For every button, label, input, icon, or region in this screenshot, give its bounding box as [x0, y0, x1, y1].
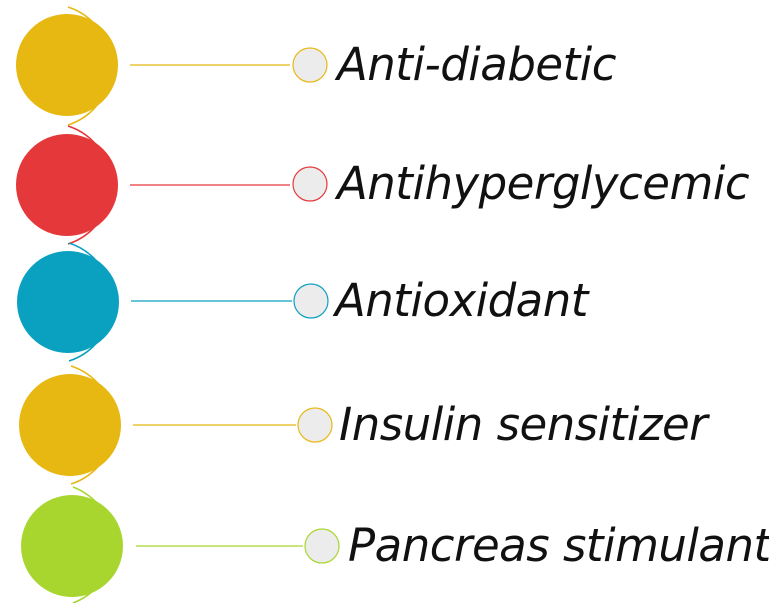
item-circle-3: [17, 251, 119, 353]
item-circle-1: [16, 14, 118, 116]
item-label-2: Antihyperglycemic: [334, 157, 750, 210]
item-node-4: [297, 407, 333, 443]
item-circle-5: [21, 495, 123, 597]
item-label-4: Insulin sensitizer: [339, 398, 710, 451]
item-circle-4: [19, 374, 121, 476]
item-row-3: Antioxidant: [17, 242, 591, 362]
item-label-1: Anti-diabetic: [334, 38, 617, 91]
item-node-1: [292, 47, 328, 83]
item-label-3: Antioxidant: [332, 274, 591, 327]
item-node-5: [304, 528, 340, 564]
item-row-2: Antihyperglycemic: [16, 125, 750, 245]
item-node-3: [293, 283, 329, 319]
item-node-2: [292, 166, 328, 202]
item-row-5: Pancreas stimulant: [21, 486, 769, 603]
item-circle-2: [16, 134, 118, 236]
item-row-4: Insulin sensitizer: [19, 365, 711, 485]
item-row-1: Anti-diabetic: [16, 6, 617, 126]
item-label-5: Pancreas stimulant: [348, 519, 769, 572]
